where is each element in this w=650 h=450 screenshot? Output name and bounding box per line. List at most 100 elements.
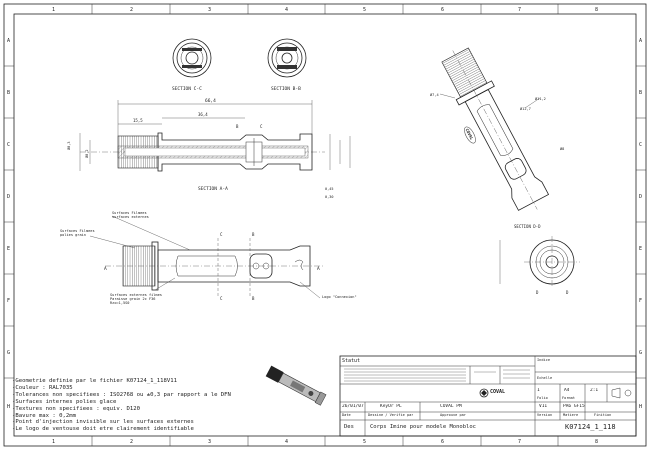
row-label: E (7, 246, 10, 252)
dim-dia-1: Ø8,3 (66, 142, 71, 150)
column-labels: 1 2 3 4 5 6 7 8 1 2 3 4 5 6 7 8 (52, 7, 598, 445)
col-label: 5 (363, 439, 366, 445)
view-marker-a-right: A (317, 266, 320, 272)
iso-dim-4: Ø8 (560, 146, 564, 151)
section-b-b-view: SECTION B-B (267, 38, 307, 92)
row-label: C (7, 142, 10, 148)
d-marker-right: D (566, 290, 569, 295)
material-label: Matiere (563, 413, 579, 417)
row-labels: A B C D E F G H A B C D E F G H (7, 38, 642, 410)
top-view: A A C B C B (89, 215, 325, 301)
col-label: 3 (208, 7, 211, 13)
approved-value: COVAL PM (440, 404, 462, 409)
isometric-view (441, 47, 550, 211)
col-label: 6 (441, 7, 444, 13)
view-marker-c: C (220, 232, 223, 237)
dim-detail-2: 0,45 (325, 187, 333, 191)
designation-label: Des (344, 424, 354, 430)
col-label: 2 (130, 7, 133, 13)
row-label: A (639, 38, 642, 44)
dim-length-3: 15,5 (133, 118, 143, 123)
col-label: 8 (595, 7, 598, 13)
note-line: -Le logo de ventouse doit etre clairemen… (12, 426, 194, 433)
revision-label: Indice (537, 358, 550, 362)
title-block-grid (339, 355, 637, 437)
dim-dia-2: Ø8,2 (84, 150, 89, 158)
company-name: COVAL (490, 389, 506, 395)
part-number: K07124_1_118 (565, 423, 616, 431)
finish-label: Finition (594, 413, 612, 417)
section-c-c-label: SECTION C-C (172, 86, 202, 92)
row-label: H (639, 404, 642, 410)
note-line: -Couleur : RAL7035 (12, 384, 73, 391)
row-label: C (639, 142, 642, 148)
row-label: E (639, 246, 642, 252)
view-marker-a-left: A (104, 266, 107, 272)
section-marker-c: C (260, 124, 263, 129)
section-marker-b: B (236, 124, 239, 129)
date-value: 26/01/07 (342, 404, 364, 409)
col-label: 3 (208, 439, 211, 445)
approved-label: Approuve par (440, 413, 466, 417)
row-label: F (7, 298, 10, 304)
view-marker-b-bottom: B (252, 296, 255, 301)
row-label: A (7, 38, 10, 44)
format-value: A4 (564, 388, 570, 393)
projection-symbol-icon (611, 387, 632, 399)
col-label: 4 (285, 7, 288, 13)
col-label: 4 (285, 439, 288, 445)
material-value: PA6 GF15 (563, 404, 585, 409)
folio-label: Folio (537, 396, 548, 400)
row-label: D (639, 194, 642, 200)
row-label: G (7, 350, 10, 356)
note-line: -Point d'injection invisible sur les sur… (12, 419, 194, 426)
section-b-b-label: SECTION B-B (271, 86, 301, 92)
thumbnail-3d-view (265, 365, 327, 406)
callout-rough-surfaces: Surfaces Filmees (60, 229, 95, 233)
designation-value: Corps Imine pour modele Monobloc (370, 424, 476, 430)
callout-filmed-surfaces-2: surfaces externes (112, 215, 149, 219)
note-line: -Surfaces internes polies glace (12, 398, 117, 405)
callout-filmed-surfaces: Surfaces Filmees (112, 211, 147, 215)
scale-value: 2:1 (590, 388, 599, 393)
row-label: F (639, 298, 642, 304)
note-line: -Tolerances non specifiees : ISO2768 ou … (12, 391, 231, 398)
col-label: 8 (595, 439, 598, 445)
col-label: 1 (52, 7, 55, 13)
iso-dimensions: Ø11,2 Ø12,7 Ø7,4 Ø8 (430, 92, 564, 151)
version-value: V11 (539, 404, 548, 409)
version-label: Version (537, 413, 553, 417)
scale-label: Echelle (537, 376, 553, 380)
col-label: 2 (130, 439, 133, 445)
company-logo (479, 388, 489, 398)
note-line: -Bavure max : 0,2mm (12, 412, 76, 419)
col-label: 1 (52, 439, 55, 445)
callouts: Surfaces Filmees surfaces externes Surfa… (60, 211, 357, 305)
drawn-value: KeyOr PL (380, 404, 402, 409)
col-label: 7 (518, 7, 521, 13)
callout-rough-surfaces-2: polies grain (60, 233, 86, 237)
folio-value: 1 (537, 388, 540, 393)
section-d-d-label: SECTION D-D (514, 224, 541, 229)
iso-dim-3: Ø7,4 (430, 92, 439, 97)
dim-overall-length: 66,4 (205, 98, 216, 104)
note-line: -Textures non specifiees : equiv. D120 (12, 405, 140, 412)
section-d-d-view: SECTION D-D D D (499, 224, 580, 295)
format-label: Format (562, 396, 575, 400)
section-a-a-view: 66,4 36,4 15,5 Ø8,3 Ø8,2 0,30 0,45 B C S… (66, 98, 351, 199)
note-line: -Geometrie definie par le fichier K07124… (12, 378, 178, 384)
general-notes: -Geometrie definie par le fichier K07124… (12, 378, 330, 433)
callout-external-rough-2: Paraisse grain 2c F36 (110, 297, 155, 301)
callout-external-rough: Surfaces externes filmes (110, 293, 162, 297)
drawn-label: Dessine / Verifie par (368, 413, 414, 417)
iso-dim-1: Ø11,2 (535, 96, 546, 101)
row-label: D (7, 194, 10, 200)
col-label: 6 (441, 439, 444, 445)
row-label: B (639, 90, 642, 96)
col-label: 5 (363, 7, 366, 13)
date-label: Date (342, 413, 351, 417)
row-label: G (639, 350, 642, 356)
view-marker-b: B (252, 232, 255, 237)
title-fine-print (344, 368, 530, 382)
dim-length-2: 36,4 (198, 112, 208, 117)
